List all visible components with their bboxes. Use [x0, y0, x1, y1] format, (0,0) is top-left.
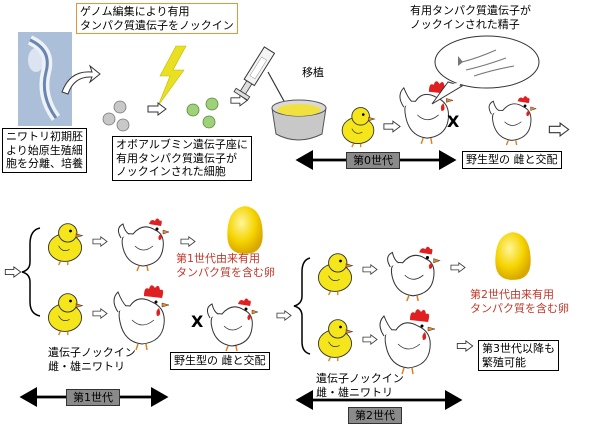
genome-editing-label: ゲノム編集により有用 タンパク質遺伝子をノックイン [76, 3, 238, 34]
cross-symbol: X [447, 112, 460, 131]
knockin-chickens-1-label: 遺伝子ノックイン 雌・雄ニワトリ [48, 346, 136, 373]
arrow [92, 308, 108, 319]
petri-dish-icon [271, 99, 327, 141]
arrow [276, 310, 292, 321]
egg-gen1-label: 第1世代由来有用 タンパク質を含む卵 [176, 252, 275, 279]
hen-icon [386, 245, 441, 302]
knockin-sperm-label: 有用タンパク質遺伝子が ノックインされた精子 [410, 4, 531, 31]
arrow [456, 340, 474, 352]
brace-icon [21, 227, 41, 317]
mating-wild-hen-label: 野生型の 雌と交配 [170, 352, 270, 370]
generation-2-label: 第2世代 [348, 407, 402, 424]
arrow [548, 122, 570, 137]
arrow [362, 334, 378, 345]
generation-1-label: 第1世代 [66, 389, 120, 406]
arrow [147, 102, 167, 116]
pgc-culture-label: ニワトリ初期胚 より始原生殖細 胞を分離、培養 [2, 128, 87, 173]
chick-icon [47, 292, 84, 336]
brace-icon [293, 257, 311, 355]
hen-icon [117, 217, 170, 272]
egg-icon [495, 232, 531, 280]
embryo-photo [18, 32, 72, 126]
hen-icon [488, 95, 537, 146]
arrow [92, 236, 108, 247]
green-cells [186, 97, 219, 129]
arrow [180, 236, 196, 247]
ovalbumin-cells-label: オボアルブミン遺伝子座に 有用タンパク質遺伝子が ノックインされた細胞 [112, 136, 252, 181]
rooster-icon [113, 284, 170, 351]
arrow [383, 120, 401, 133]
syringe-icon [233, 46, 291, 113]
hen-icon [206, 297, 259, 352]
chick-icon [317, 252, 354, 296]
cross-symbol: X [191, 312, 204, 331]
lightning-icon [157, 45, 187, 107]
chick-icon [317, 318, 354, 362]
arrow [450, 262, 466, 273]
gray-cells [102, 100, 130, 132]
arrow [362, 264, 378, 275]
generation-0-label: 第0世代 [346, 152, 400, 169]
transplant-label: 移植 [302, 66, 324, 79]
speech-bubble-icon [431, 35, 540, 105]
egg-gen2-label: 第2世代由来有用 タンパク質を含む卵 [470, 288, 569, 315]
chick-icon [341, 106, 376, 148]
third-gen-label: 第3世代以降も 繁殖可能 [478, 340, 559, 371]
rooster-icon [379, 308, 436, 375]
egg-icon [227, 206, 263, 254]
chick-icon [47, 222, 84, 266]
knockin-chickens-2-label: 遺伝子ノックイン 雌・雄ニワトリ [316, 372, 404, 399]
arrow [4, 266, 22, 278]
mating-wild-hen-label: 野生型の 雌と交配 [462, 151, 562, 169]
curved-arrow-icon [61, 64, 101, 95]
